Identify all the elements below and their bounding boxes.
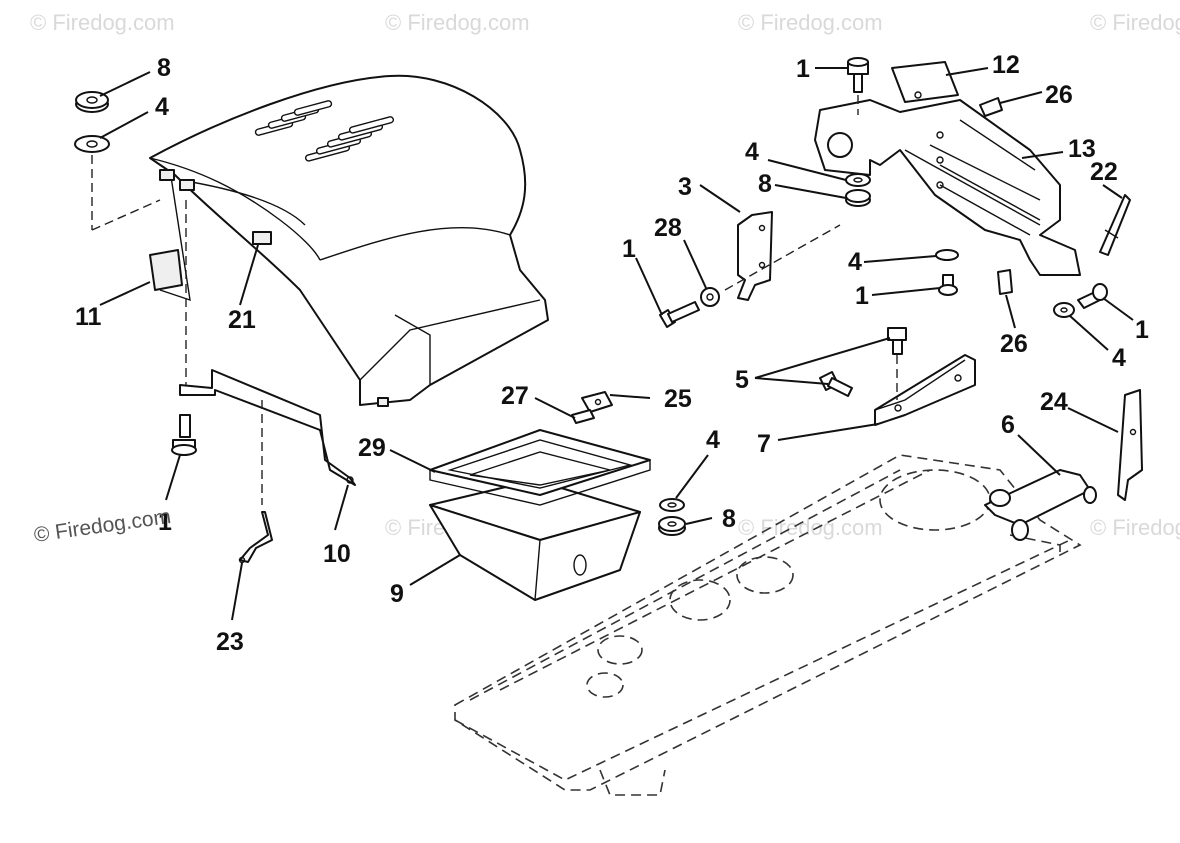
grille-frame-13 xyxy=(814,99,1081,276)
clip-26-lower xyxy=(997,269,1013,295)
bolt-5-upper xyxy=(887,327,907,355)
clip-27 xyxy=(571,409,595,424)
bracket-7 xyxy=(874,354,976,426)
callout-8-mid: 8 xyxy=(722,505,736,533)
callout-10: 10 xyxy=(323,540,351,568)
callout-11: 11 xyxy=(75,303,102,331)
callout-7: 7 xyxy=(757,430,771,458)
callout-26-top: 26 xyxy=(1045,81,1073,109)
tray-9 xyxy=(429,479,641,601)
callout-4-upper: 4 xyxy=(745,138,759,166)
watermark-faint-1: © Firedog.com xyxy=(30,10,175,35)
gasket-29 xyxy=(429,429,651,506)
callout-8-upper: 8 xyxy=(758,170,772,198)
clip-24 xyxy=(1117,389,1143,501)
callout-4-right: 4 xyxy=(848,248,862,276)
part-11-pad xyxy=(149,249,183,291)
nut-8-mid xyxy=(658,516,686,536)
hood-vents xyxy=(254,100,395,162)
washer-4-top-left xyxy=(74,135,110,153)
bolt-5-lower xyxy=(819,371,853,397)
callout-23: 23 xyxy=(216,628,244,656)
watermark-faint-7: © Firedog.com xyxy=(1090,515,1180,540)
bolt-1-top xyxy=(847,57,869,93)
washer-4-far-right xyxy=(1053,302,1075,318)
watermark-main: © Firedog.com xyxy=(32,505,172,547)
callout-22: 22 xyxy=(1090,158,1118,186)
clip-26-top xyxy=(979,97,1003,117)
callout-1-left: 1 xyxy=(158,508,172,536)
bracket-10 xyxy=(179,369,356,486)
clip-25 xyxy=(581,391,613,413)
callout-1-far-right: 1 xyxy=(1135,316,1149,344)
callout-21: 21 xyxy=(228,306,256,334)
callout-5: 5 xyxy=(735,366,749,394)
callout-9: 9 xyxy=(390,580,404,608)
washer-4-upper xyxy=(845,173,871,187)
nut-8-upper xyxy=(845,189,871,207)
star-washer-28 xyxy=(700,287,720,307)
callout-29: 29 xyxy=(358,434,386,462)
leader-lines xyxy=(99,67,1134,621)
callout-3: 3 xyxy=(678,173,692,201)
bracket-3 xyxy=(737,211,773,301)
washer-4-right xyxy=(935,249,959,261)
callout-25: 25 xyxy=(664,385,692,413)
callout-6: 6 xyxy=(1001,411,1015,439)
callout-4-far-right: 4 xyxy=(1112,344,1126,372)
callout-13: 13 xyxy=(1068,135,1096,163)
callout-26-lower: 26 xyxy=(1000,330,1028,358)
callout-28: 28 xyxy=(654,214,682,242)
bolt-1-mid xyxy=(659,301,700,328)
bolt-1-left xyxy=(171,414,197,456)
chassis-frame xyxy=(454,454,1082,796)
callouts: 8 4 11 21 1 10 23 29 27 25 9 4 8 3 28 1 … xyxy=(75,51,1149,656)
callout-1-top: 1 xyxy=(796,55,810,83)
watermark-faint-4: © Firedog.com xyxy=(1090,10,1180,35)
bracket-6 xyxy=(984,469,1097,541)
watermark-faint-6: © Firedog.com xyxy=(738,515,883,540)
washer-4-mid xyxy=(659,498,685,512)
clip-23 xyxy=(238,511,273,564)
callout-1-right-mid: 1 xyxy=(855,282,869,310)
clip-22 xyxy=(1099,194,1131,256)
callout-8-top-left: 8 xyxy=(157,54,171,82)
callout-4-mid: 4 xyxy=(706,426,720,454)
watermark-faint-2: © Firedog.com xyxy=(385,10,530,35)
plate-12 xyxy=(891,61,959,103)
bolt-1-right-mid xyxy=(938,274,958,296)
hood xyxy=(149,74,549,407)
callout-27: 27 xyxy=(501,382,529,410)
callout-12: 12 xyxy=(992,51,1020,79)
callout-24: 24 xyxy=(1040,388,1068,416)
watermark-faint-3: © Firedog.com xyxy=(738,10,883,35)
bolt-1-far-right xyxy=(1077,283,1108,309)
callout-4-top-left: 4 xyxy=(155,93,169,121)
callout-1-mid: 1 xyxy=(622,235,636,263)
